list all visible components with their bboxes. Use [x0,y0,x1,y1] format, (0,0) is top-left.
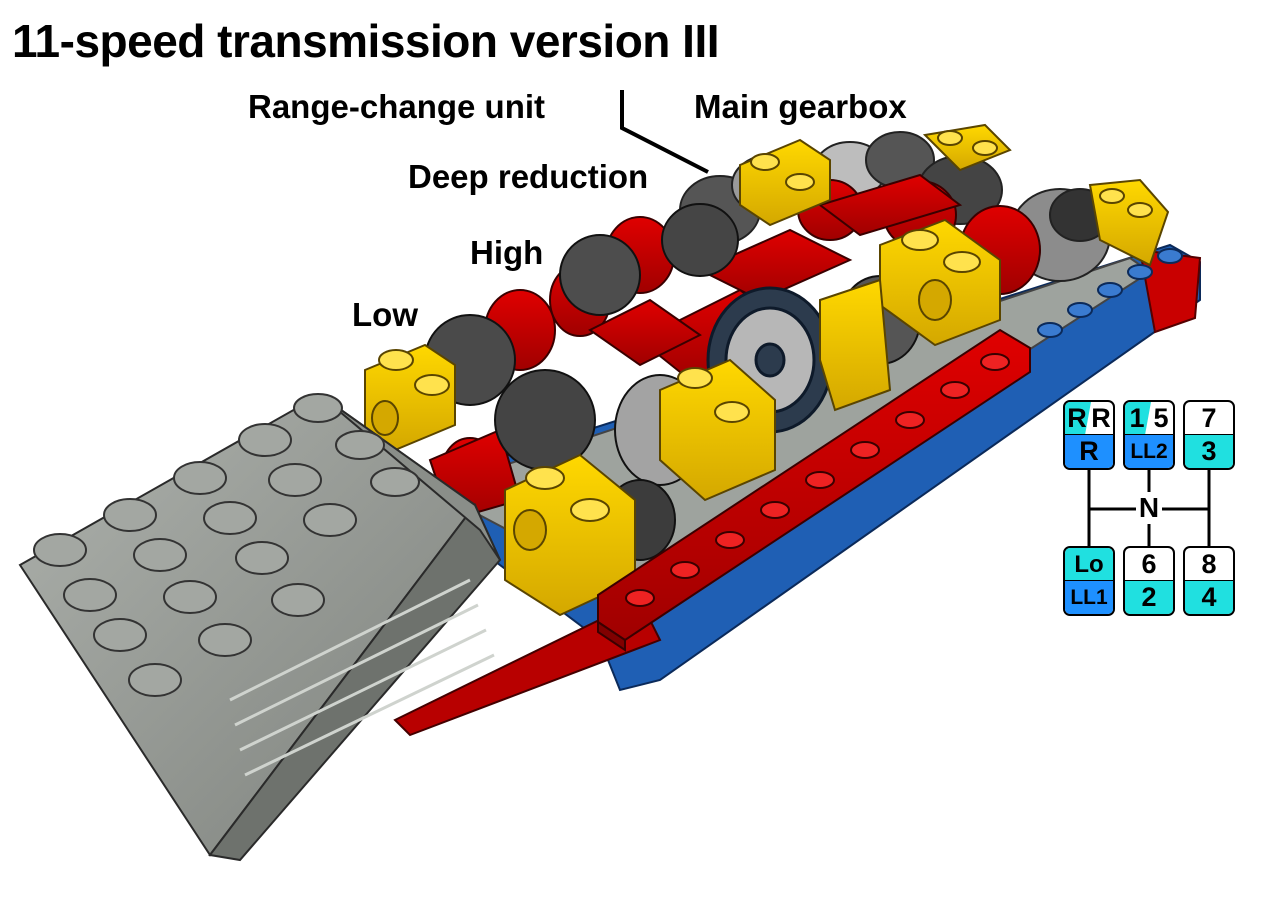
red-beam-lower [393,598,662,737]
knob-top-right: 5 [1153,403,1169,433]
page-title: 11-speed transmission version III [12,15,720,67]
knob-bottom: 3 [1185,434,1233,468]
label-range-change-unit: Range-change unit [248,88,546,125]
knob-top: 6 [1141,549,1157,579]
gear-knob-7-3: 7 3 [1183,400,1235,470]
knob-bottom: R [1065,434,1113,468]
knob-top: Lo [1065,548,1113,581]
gear-knob-reverse: R R R [1063,400,1115,470]
knob-bottom: LL1 [1065,580,1113,614]
knob-top-left: R [1067,403,1087,433]
gear-knob-6-2: 6 2 [1123,546,1175,616]
knob-bottom: LL2 [1125,434,1173,468]
neutral-label: N [1136,492,1162,524]
gray-wedge-plate [18,393,502,862]
knob-bottom: 2 [1125,580,1173,614]
yellow-bricks [364,123,1170,617]
knob-top: 8 [1201,549,1217,579]
knob-split-bg [1065,402,1091,435]
gear-knob-lo: Lo LL1 [1063,546,1115,616]
knob-top-right: R [1091,403,1111,433]
knob-top: 7 [1201,403,1217,433]
knob-top-left: 1 [1129,403,1145,433]
label-deep-reduction: Deep reduction [408,158,649,195]
knob-bottom: 4 [1185,580,1233,614]
label-high: High [470,234,544,271]
knob-split-top: R R [1065,402,1113,435]
gear-knob-1-5: 1 5 LL2 [1123,400,1175,470]
range-change-leader-line [620,90,709,174]
blue-plate-studs [1037,248,1183,338]
knob-split-bg [1125,402,1151,435]
shift-pattern: R R R 1 5 LL2 7 3 N Lo LL1 6 2 8 4 [1058,400,1240,618]
knob-split-top: 1 5 [1125,402,1173,435]
label-main-gearbox: Main gearbox [694,88,907,125]
red-beam-front [597,328,1031,652]
label-low: Low [352,296,418,333]
gear-knob-8-4: 8 4 [1183,546,1235,616]
